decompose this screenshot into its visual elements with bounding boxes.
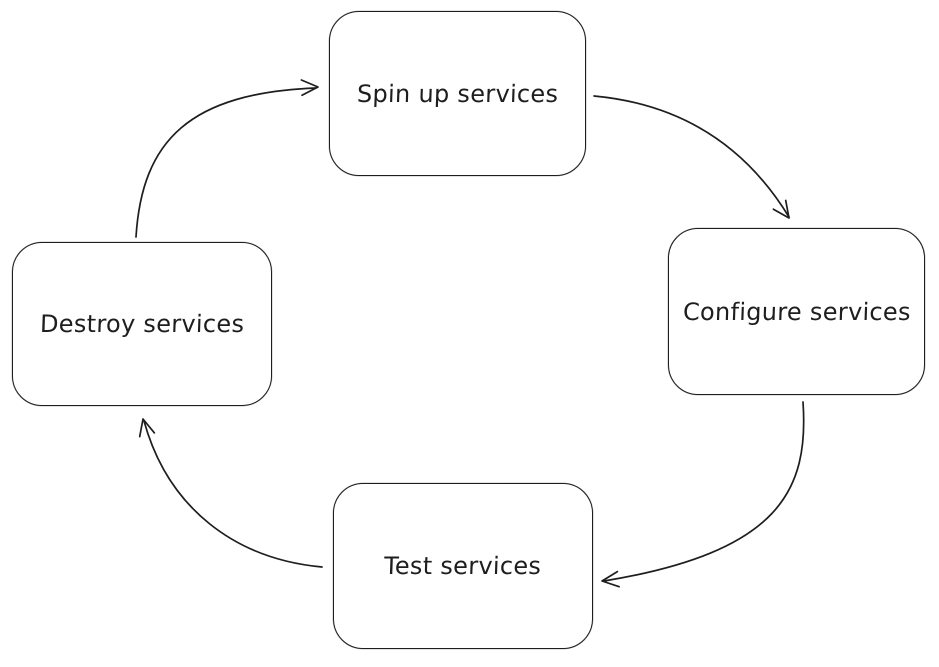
node-test-services[interactable]: Test services bbox=[333, 483, 593, 649]
node-label: Destroy services bbox=[39, 310, 245, 338]
node-label: Configure services bbox=[682, 297, 911, 326]
arrowhead-icon bbox=[300, 79, 319, 97]
arrow-destroy-to-spin-up[interactable] bbox=[135, 79, 319, 238]
arrow-configure-to-test[interactable] bbox=[601, 401, 805, 588]
node-configure-services[interactable]: Configure services bbox=[668, 228, 925, 395]
arrow-spin-up-to-configure[interactable] bbox=[593, 95, 790, 219]
arrow-test-to-destroy[interactable] bbox=[138, 418, 323, 568]
node-destroy-services[interactable]: Destroy services bbox=[12, 242, 272, 406]
node-label: Spin up services bbox=[356, 79, 559, 108]
arrowhead-icon bbox=[772, 199, 790, 219]
node-label: Test services bbox=[383, 552, 543, 580]
arrowhead-icon bbox=[601, 570, 620, 588]
node-spin-up-services[interactable]: Spin up services bbox=[329, 11, 586, 176]
arrowhead-icon bbox=[138, 418, 156, 438]
